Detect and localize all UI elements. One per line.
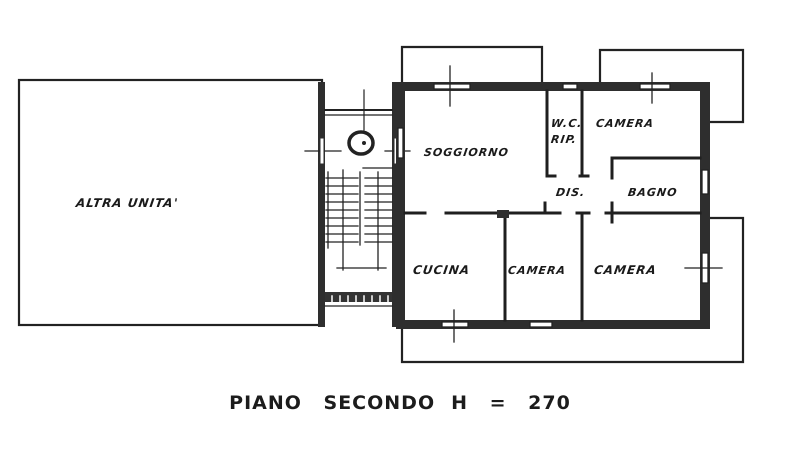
label-bedroom-right: CAMERA xyxy=(593,263,658,277)
label-living-room: SOGGIORNO xyxy=(423,146,510,159)
label-bedroom-middle: CAMERA xyxy=(507,264,567,277)
ceiling-height: H = 270 xyxy=(451,392,571,414)
window-markers xyxy=(397,65,723,343)
balconies xyxy=(400,45,745,364)
floor-caption: PIANO SECONDO H = 270 xyxy=(0,392,800,414)
lift-shaft-icon xyxy=(347,130,375,156)
apartment-walls xyxy=(396,82,710,329)
label-wc: W.C. xyxy=(550,117,584,130)
interior-walls xyxy=(403,89,702,322)
label-storage: RIP. xyxy=(550,133,578,146)
stairwell xyxy=(304,82,411,327)
label-kitchen: CUCINA xyxy=(412,263,472,277)
label-bathroom: BAGNO xyxy=(627,186,679,199)
stairs-icon xyxy=(325,167,393,271)
floor-title: PIANO SECONDO xyxy=(229,392,436,414)
label-bedroom-top: CAMERA xyxy=(595,117,655,130)
label-other-unit: ALTRA UNITA' xyxy=(75,196,180,210)
label-hallway: DIS. xyxy=(555,186,587,199)
